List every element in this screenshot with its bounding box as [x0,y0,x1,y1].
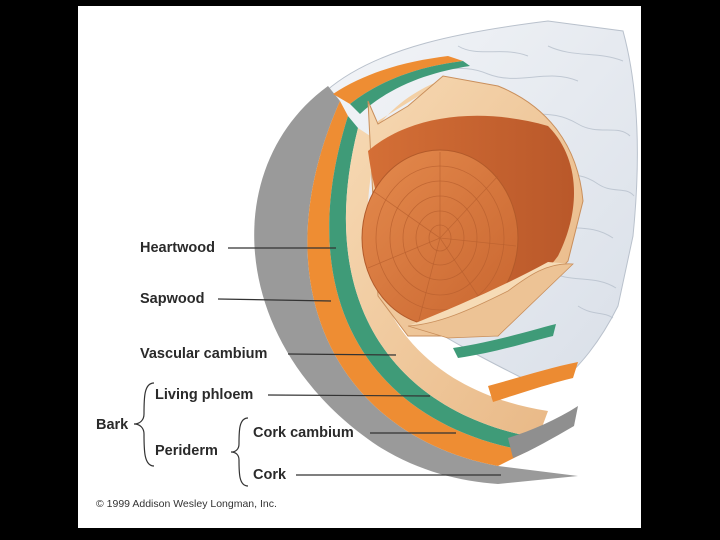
label-cork: Cork [253,467,287,483]
living-phloem-strip [488,362,578,402]
wood-rays [367,152,517,325]
copyright-notice: © 1999 Addison Wesley Longman, Inc. [96,498,277,510]
leader-living-phloem [267,394,431,397]
tree-trunk-cross-section [133,20,638,487]
cork-strip [508,406,578,458]
label-cork-cambium: Cork cambium [253,425,354,441]
periderm-brace [230,417,249,487]
leader-sapwood [217,298,332,302]
leader-lines [217,247,501,476]
vascular-cambium-curve [329,116,538,451]
label-heartwood: Heartwood [140,240,215,256]
cork-curve [254,86,578,484]
label-vascular-cambium: Vascular cambium [140,346,268,362]
bark-brace [133,382,155,467]
label-sapwood: Sapwood [140,291,205,307]
label-living-phloem: Living phloem [155,387,254,403]
label-bark: Bark [96,417,129,433]
label-periderm: Periderm [155,443,218,459]
sapwood-curve [345,128,548,438]
leader-vascular-cambium [287,353,397,356]
vascular-cambium-strip [453,324,556,358]
diagram-slide: Heartwood Sapwood Vascular cambium Livin… [78,6,641,528]
top-rim-layers [333,56,463,104]
living-phloem-curve [307,101,528,466]
